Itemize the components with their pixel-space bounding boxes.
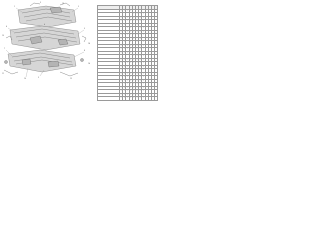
table-row: 64145AA000●●●●●●●● <box>97 47 159 52</box>
part-number-cell: 64210AA000 <box>97 96 120 101</box>
callout-label: 7 <box>4 48 5 50</box>
callout-label: 15 <box>2 35 4 37</box>
callout-numbers: 1 2 3 4 5 6 7 8 9 10 11 12 13 14 15 16 <box>2 2 90 80</box>
applicability-mark-cell <box>154 96 159 101</box>
callout-label: 5 <box>84 28 85 30</box>
callout-label: 8 <box>84 50 85 52</box>
exploded-parts-diagram: 1 2 3 4 5 6 7 8 9 10 11 12 13 14 15 16 <box>0 0 96 80</box>
callout-label: 12 <box>70 78 72 80</box>
table-row: 64180AA000●●●●●●●● <box>97 75 159 80</box>
callout-label: 2 <box>78 6 79 8</box>
parts-table-body: 64120AA000●●●●64120AA010●●●●64121AA000●●… <box>97 8 159 101</box>
parts-applicability-table: PART No. 64120AA000●●●●64120AA010●●●●641… <box>97 5 159 101</box>
table-row: 64151AA000●●●●●●●● <box>97 57 159 62</box>
callout-label: 4 <box>6 26 7 28</box>
callout-label: 1 <box>14 6 15 8</box>
callout-label: 6 <box>44 24 45 26</box>
callout-label: 13 <box>62 3 64 5</box>
callout-label: 16 <box>88 63 90 65</box>
table-row: 64150AA010●●●● <box>97 54 159 59</box>
callout-leaders <box>5 7 85 78</box>
diagram-svg: 1 2 3 4 5 6 7 8 9 10 11 12 13 14 15 16 <box>2 2 90 80</box>
callout-label: 14 <box>88 43 90 45</box>
callout-label: 11 <box>2 73 4 75</box>
seat-back-upper-assembly <box>17 2 77 28</box>
seat-cushion-middle-assembly <box>5 25 87 51</box>
table-row: 64199AA000●●●●●●●● <box>97 89 159 94</box>
table-row: 64210AA000●●●●●●●● <box>97 96 159 101</box>
callout-label: 10 <box>24 78 26 80</box>
table-row: 64141AA000●●●●●●●● <box>97 43 159 48</box>
callout-label: 3 <box>40 2 41 4</box>
callout-label: 9 <box>38 77 39 79</box>
table-row: 64200AA000●●●●●●●● <box>97 92 159 97</box>
seat-rail-lower-assembly <box>3 49 84 77</box>
